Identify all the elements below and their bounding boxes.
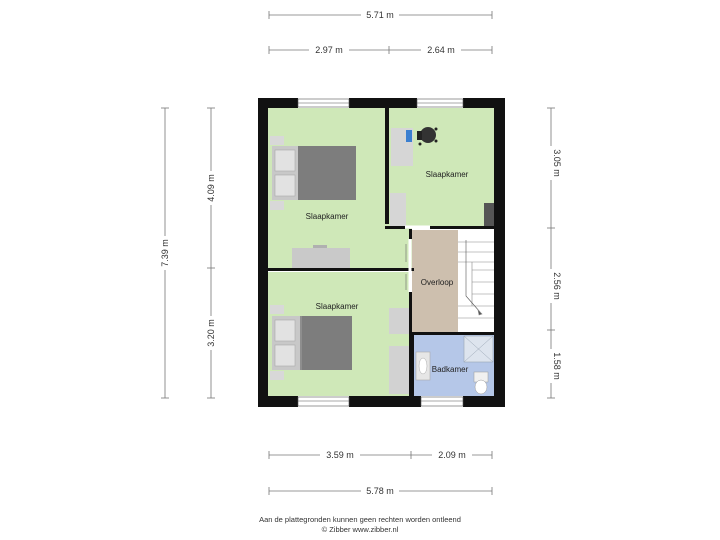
dim-total-width-bottom: 5.78 m xyxy=(366,486,394,496)
dimension-labels: 5.71 m 2.97 m 2.64 m 7.39 m 4.09 m 3.20 … xyxy=(159,9,562,497)
label-bathroom: Badkamer xyxy=(432,365,469,374)
dim-right-middle: 2.56 m xyxy=(552,272,562,300)
walls xyxy=(258,98,505,407)
dim-top-right: 2.64 m xyxy=(427,45,455,55)
bathroom-fixtures xyxy=(415,335,494,395)
desk xyxy=(391,127,438,166)
wardrobe-lower xyxy=(389,346,409,394)
wall-left xyxy=(258,98,268,407)
staircase xyxy=(458,240,494,319)
dim-top-left: 2.97 m xyxy=(315,45,343,55)
furniture xyxy=(270,127,494,395)
chimney xyxy=(484,203,494,228)
floor-landing xyxy=(412,230,458,332)
dresser-upper xyxy=(292,248,350,268)
footer-credit: © Zibber www.zibber.nl xyxy=(321,525,399,534)
dim-right-lower: 1.58 m xyxy=(552,352,562,380)
label-bedroom-top-left: Slaapkamer xyxy=(306,212,349,221)
windows xyxy=(297,98,464,407)
dim-bottom-right: 2.09 m xyxy=(438,450,466,460)
cabinet-lower xyxy=(389,308,409,334)
dim-left-lower: 3.20 m xyxy=(206,319,216,347)
wall-right xyxy=(494,98,505,407)
dim-bottom-left: 3.59 m xyxy=(326,450,354,460)
label-landing: Overloop xyxy=(421,278,454,287)
room-labels: Slaapkamer Slaapkamer Slaapkamer Overloo… xyxy=(306,170,469,374)
bed-lower xyxy=(270,305,352,380)
doors xyxy=(405,225,430,292)
dim-total-width-top: 5.71 m xyxy=(366,10,394,20)
dim-left-upper: 4.09 m xyxy=(206,174,216,202)
footer-disclaimer: Aan de plattegronden kunnen geen rechten… xyxy=(259,515,461,524)
dim-right-upper: 3.05 m xyxy=(552,149,562,177)
label-bedroom-bottom-left: Slaapkamer xyxy=(316,302,359,311)
wall-interior-horizontal xyxy=(268,268,414,271)
cabinet-top-right xyxy=(390,193,406,227)
wall-interior-vertical xyxy=(385,108,389,224)
label-bedroom-top-right: Slaapkamer xyxy=(426,170,469,179)
floor-stairwell xyxy=(458,230,494,332)
bed-upper xyxy=(270,136,356,210)
dim-total-height-left: 7.39 m xyxy=(160,239,170,267)
